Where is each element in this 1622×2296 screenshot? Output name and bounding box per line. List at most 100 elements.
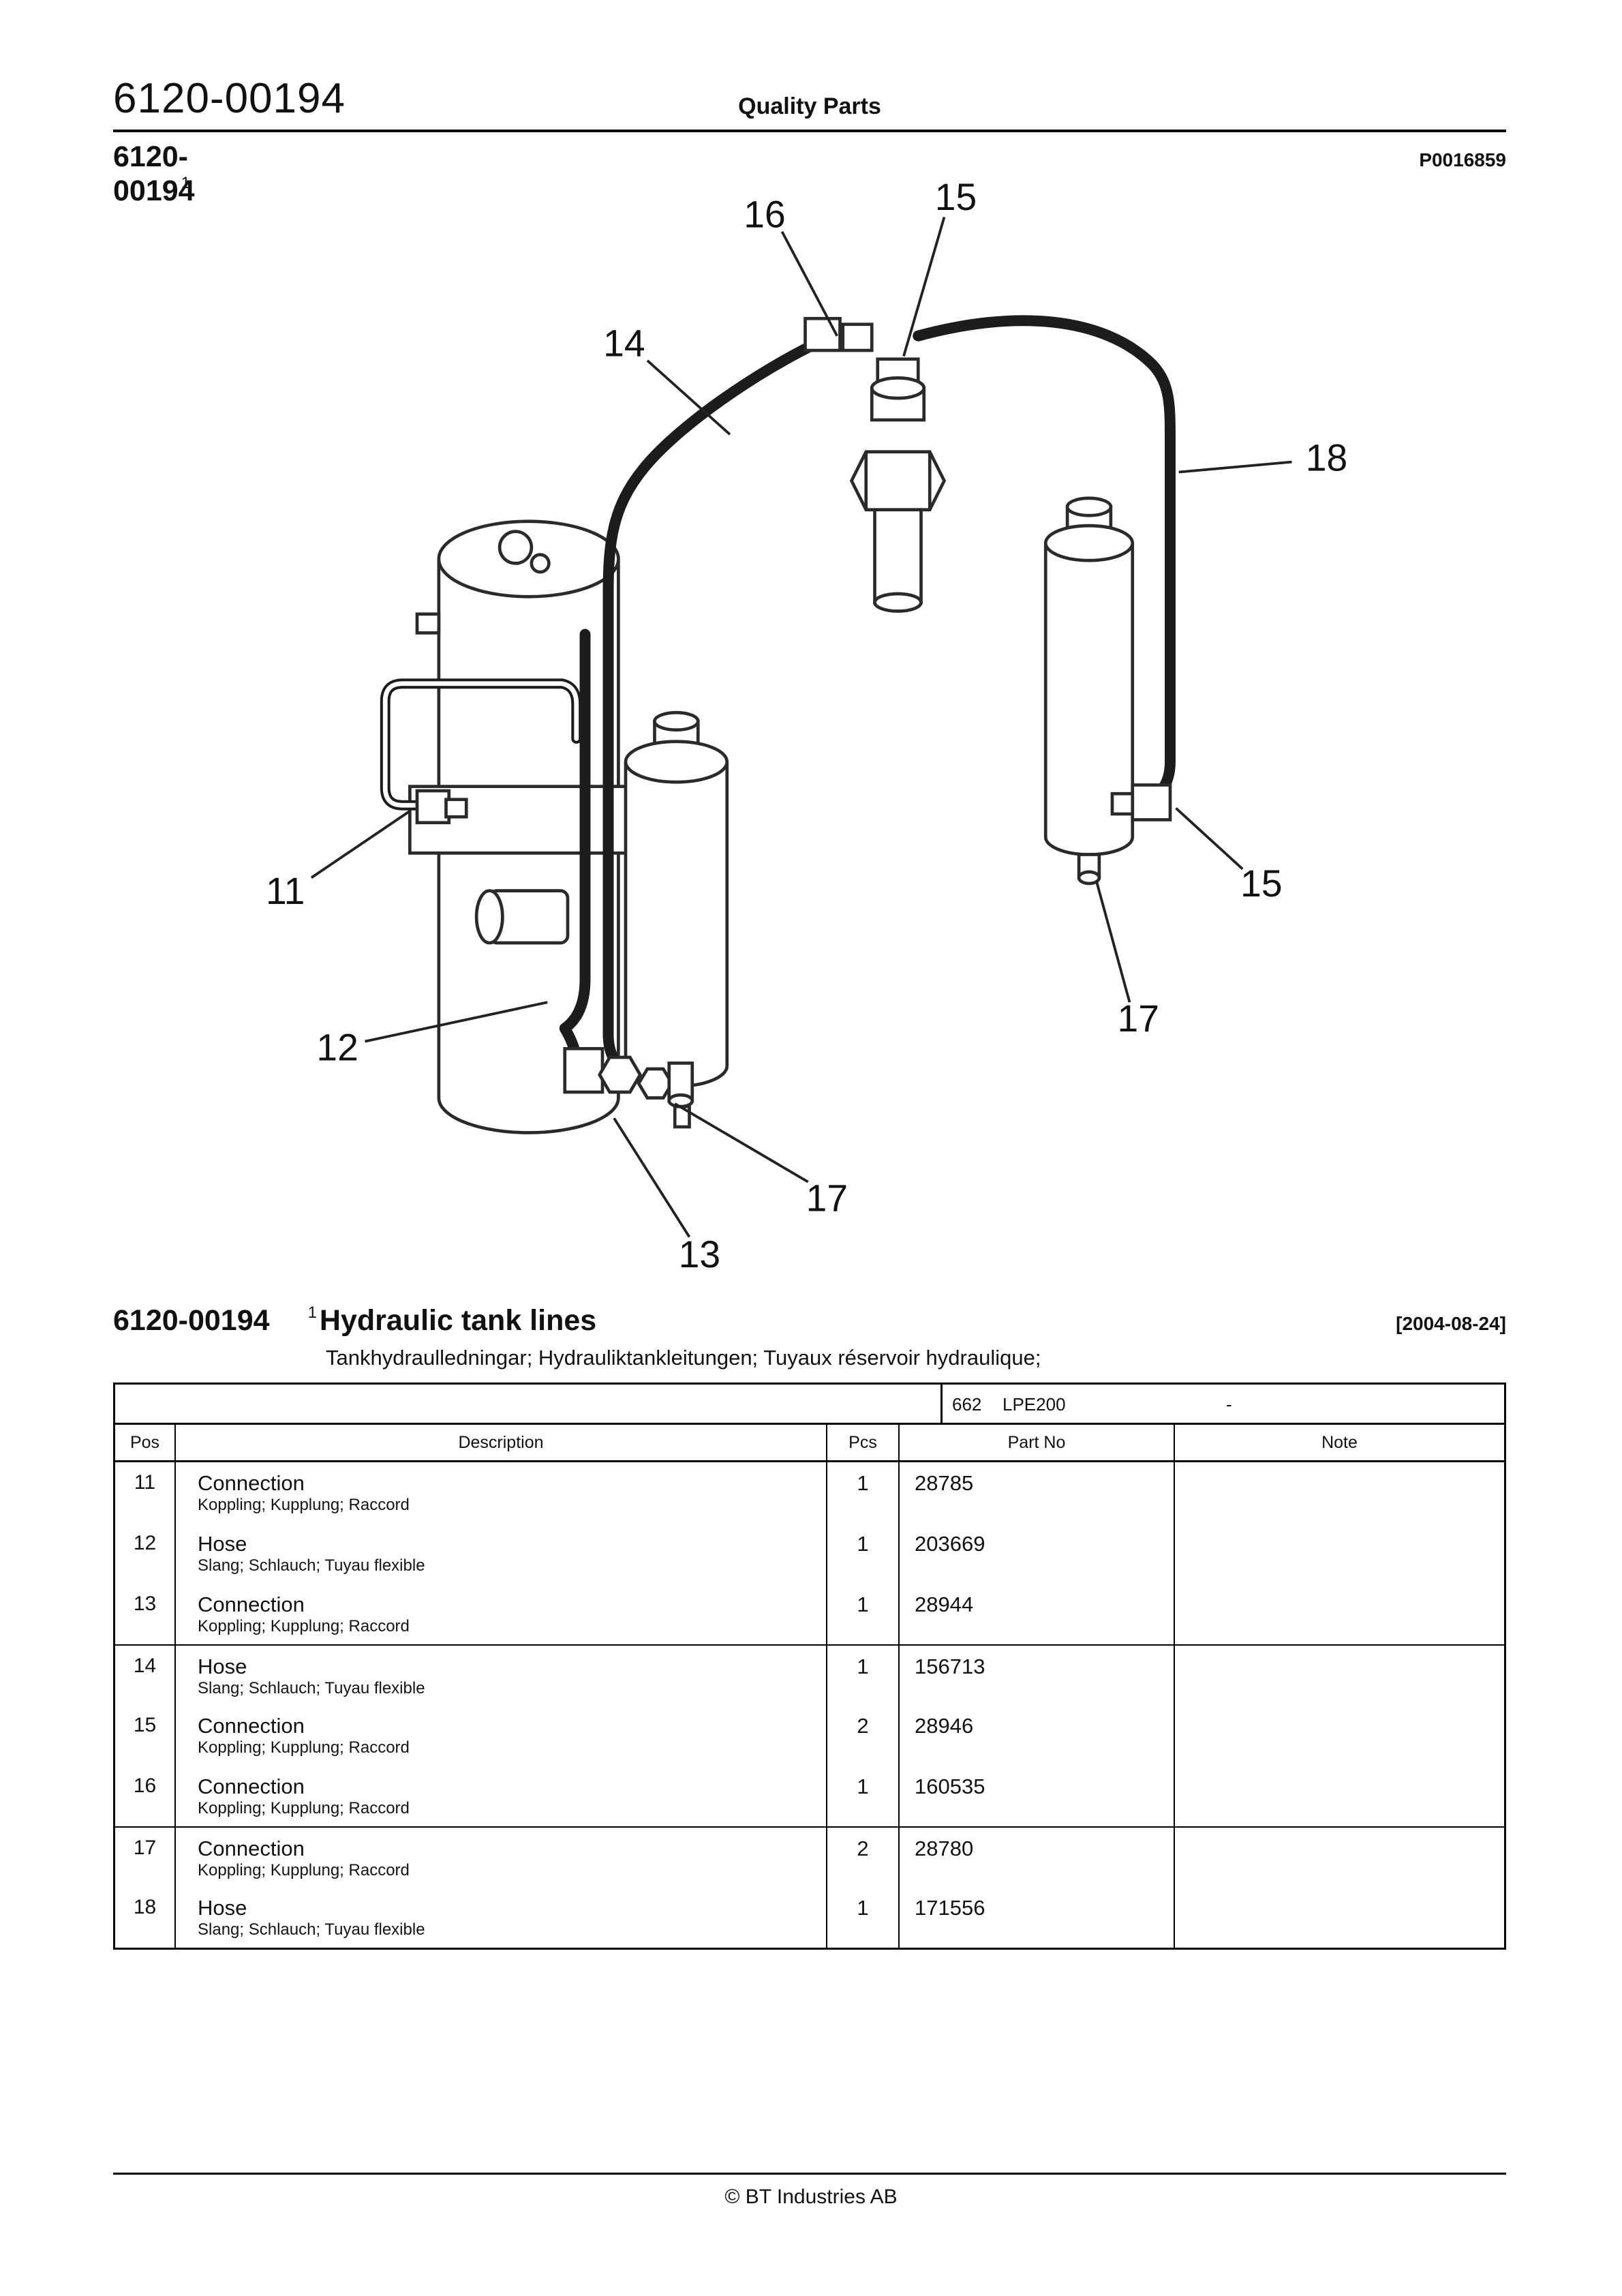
model-name: LPE200 (1003, 1394, 1066, 1415)
row-pcs: 1 (827, 1462, 900, 1523)
row-description-cell: Hose Slang; Schlauch; Tuyau flexible (176, 1523, 827, 1584)
row-pcs: 1 (827, 1887, 900, 1948)
row-part-no: 28946 (900, 1705, 1175, 1766)
callout-11: 11 (266, 870, 305, 912)
model-header-row: 662 LPE200 - (115, 1385, 1504, 1425)
callout-18: 18 (1306, 436, 1347, 479)
sub-header: 6120-001941 P0016859 (113, 140, 1506, 208)
row-pos: 15 (115, 1705, 176, 1766)
page-header: 6120-00194 Quality Parts (113, 65, 1506, 125)
row-description: Hose (198, 1532, 247, 1556)
row-description: Hose (198, 1896, 247, 1920)
row-description-alt: Slang; Schlauch; Tuyau flexible (198, 1920, 425, 1939)
section-title-text: Hydraulic tank lines (319, 1304, 597, 1337)
table-row: 15 Connection Koppling; Kupplung; Raccor… (115, 1705, 1504, 1766)
leader-line-13 (613, 1117, 691, 1238)
row-part-no: 28780 (900, 1828, 1175, 1887)
callout-14: 14 (603, 322, 645, 365)
section-doc-number-text: 6120-00194 (113, 1304, 270, 1337)
row-note (1175, 1646, 1504, 1705)
filter-cylinder (624, 710, 729, 1088)
row-part-no: 160535 (900, 1766, 1175, 1826)
header-rule (113, 130, 1506, 132)
leader-line-14 (646, 359, 731, 436)
callout-15-top: 15 (935, 176, 977, 218)
row-pcs: 2 (827, 1705, 900, 1766)
col-header-part-no: Part No (900, 1425, 1175, 1460)
leader-line-12 (365, 1001, 548, 1043)
tee-fitting-16 (804, 316, 874, 352)
leader-line-17-bottom (674, 1102, 809, 1183)
row-description-alt: Slang; Schlauch; Tuyau flexible (198, 1679, 425, 1697)
bottom-fitting-cluster (563, 1046, 694, 1129)
elbow-fitting-15 (1110, 783, 1172, 821)
row-pcs: 1 (827, 1646, 900, 1705)
row-part-no: 171556 (900, 1887, 1175, 1948)
section-footnote-mark: 1 (307, 1303, 317, 1322)
footer-rule (113, 2173, 1506, 2175)
model-code: 662 (952, 1394, 982, 1415)
row-pcs: 2 (827, 1828, 900, 1887)
row-description-alt: Koppling; Kupplung; Raccord (198, 1496, 410, 1514)
row-description-alt: Koppling; Kupplung; Raccord (198, 1617, 410, 1635)
row-note (1175, 1887, 1504, 1948)
callout-13: 13 (679, 1233, 720, 1275)
section-date: [2004-08-24] (1396, 1313, 1506, 1334)
row-pcs: 1 (827, 1584, 900, 1644)
section-doc-number: 6120-00194 (113, 1304, 270, 1338)
col-header-pos: Pos (115, 1425, 176, 1460)
section-header: 6120-00194 1Hydraulic tank lines [2004-0… (113, 1303, 1506, 1338)
footnote-mark: 1 (181, 174, 190, 192)
row-description-cell: Connection Koppling; Kupplung; Raccord (176, 1584, 827, 1644)
row-pos: 13 (115, 1584, 176, 1644)
row-description: Connection (198, 1471, 305, 1495)
row-description-alt: Koppling; Kupplung; Raccord (198, 1738, 410, 1757)
callout-17-right: 17 (1118, 997, 1159, 1040)
fitting-11 (415, 789, 468, 825)
callout-16: 16 (744, 193, 785, 235)
col-header-pcs: Pcs (827, 1425, 900, 1460)
leader-line-15-right (1175, 807, 1244, 871)
row-description: Connection (198, 1774, 305, 1798)
leader-line-15-top (902, 216, 946, 357)
leader-line-18 (1178, 460, 1292, 474)
row-description-cell: Connection Koppling; Kupplung; Raccord (176, 1766, 827, 1826)
leader-line-16 (780, 230, 838, 337)
row-description-cell: Hose Slang; Schlauch; Tuyau flexible (176, 1646, 827, 1705)
row-pos: 11 (115, 1462, 176, 1523)
row-pos: 12 (115, 1523, 176, 1584)
accumulator-cylinder (1043, 496, 1135, 886)
row-note (1175, 1462, 1504, 1523)
doc-number-text: 6120-00194 (113, 140, 195, 207)
row-note (1175, 1523, 1504, 1584)
row-description-alt: Koppling; Kupplung; Raccord (198, 1799, 410, 1817)
row-pos: 17 (115, 1828, 176, 1887)
band-divider (940, 1385, 943, 1423)
table-row: 18 Hose Slang; Schlauch; Tuyau flexible … (115, 1887, 1504, 1948)
table-row: 13 Connection Koppling; Kupplung; Raccor… (115, 1584, 1504, 1644)
footer-copyright: © BT Industries AB (724, 2186, 898, 2208)
row-note (1175, 1705, 1504, 1766)
row-description: Connection (198, 1592, 305, 1616)
table-row: 16 Connection Koppling; Kupplung; Raccor… (115, 1766, 1504, 1826)
row-note (1175, 1584, 1504, 1644)
image-reference: P0016859 (1419, 149, 1506, 170)
section-title: 1Hydraulic tank lines (308, 1303, 597, 1338)
row-pos: 16 (115, 1766, 176, 1826)
row-pos: 14 (115, 1646, 176, 1705)
tube-11 (380, 678, 582, 811)
quality-parts-title: Quality Parts (738, 93, 881, 119)
serial-range: - (1226, 1394, 1232, 1415)
row-pos: 18 (115, 1887, 176, 1948)
col-header-description: Description (176, 1425, 827, 1460)
callout-15-right: 15 (1240, 862, 1282, 905)
table-row: 17 Connection Koppling; Kupplung; Raccor… (115, 1826, 1504, 1887)
row-note (1175, 1766, 1504, 1826)
callout-17-bottom: 17 (806, 1177, 848, 1219)
doc-number-large: 6120-00194 (113, 75, 346, 122)
row-description: Connection (198, 1714, 305, 1738)
row-description-alt: Koppling; Kupplung; Raccord (198, 1861, 410, 1879)
doc-number-bold: 6120-001941 (113, 140, 265, 208)
row-description: Hose (198, 1655, 247, 1678)
row-description-cell: Connection Koppling; Kupplung; Raccord (176, 1705, 827, 1766)
